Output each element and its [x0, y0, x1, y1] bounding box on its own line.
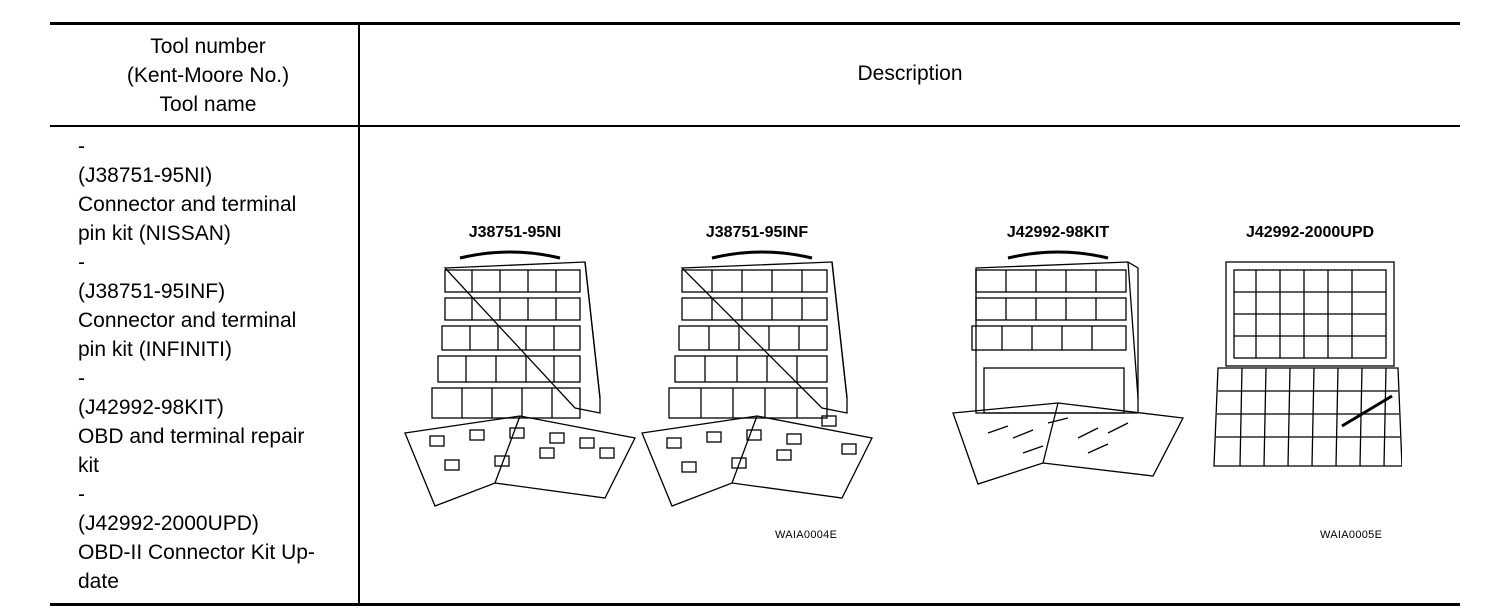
tool-line: Connector and terminal — [78, 309, 297, 332]
kit-label-j42992-98kit: J42992-98KIT — [1006, 224, 1110, 241]
table-header-rule — [50, 125, 1460, 127]
tool-line: - — [78, 483, 85, 506]
tool-line: (J42992-98KIT) — [78, 396, 224, 419]
kit-label-j38751-95ni: J38751-95NI — [468, 224, 562, 241]
header-line: Tool name — [159, 93, 257, 116]
drawer-cabinet-illustration — [404, 250, 636, 507]
tool-line: (J38751-95NI) — [78, 164, 213, 187]
tool-line: OBD and terminal repair — [78, 425, 305, 448]
figure-code: WAIA0004E — [775, 529, 838, 541]
tool-list: - (J38751-95NI) Connector and terminal p… — [78, 132, 353, 596]
tool-line: pin kit (NISSAN) — [78, 222, 231, 245]
tool-line: (J42992-2000UPD) — [78, 512, 259, 535]
kit-label-j42992-2000upd: J42992-2000UPD — [1245, 224, 1375, 241]
table-bottom-rule — [50, 603, 1460, 606]
figure-code: WAIA0005E — [1320, 529, 1383, 541]
header-tool-number: Tool number (Kent-Moore No.) Tool name — [60, 32, 356, 119]
tool-line: - — [78, 135, 85, 158]
connector-case-illustration — [1213, 261, 1402, 467]
drawer-cabinet-illustration — [641, 250, 873, 507]
tool-line: (J38751-95INF) — [78, 280, 226, 303]
tool-line: date — [78, 570, 119, 593]
tool-line: Connector and terminal — [78, 193, 297, 216]
tool-line: - — [78, 251, 85, 274]
drawer-cabinet-illustration — [952, 250, 1185, 485]
tool-line: pin kit (INFINITI) — [78, 338, 233, 361]
kit-label-j38751-95inf: J38751-95INF — [705, 224, 809, 241]
tool-line: - — [78, 367, 85, 390]
tool-line: kit — [78, 454, 99, 477]
header-line: (Kent-Moore No.) — [126, 64, 290, 87]
tool-line: OBD-II Connector Kit Up- — [78, 541, 315, 564]
table-top-rule — [50, 22, 1460, 25]
header-description: Description — [857, 62, 963, 85]
header-line: Tool number — [150, 35, 266, 58]
table-column-divider — [358, 25, 360, 603]
